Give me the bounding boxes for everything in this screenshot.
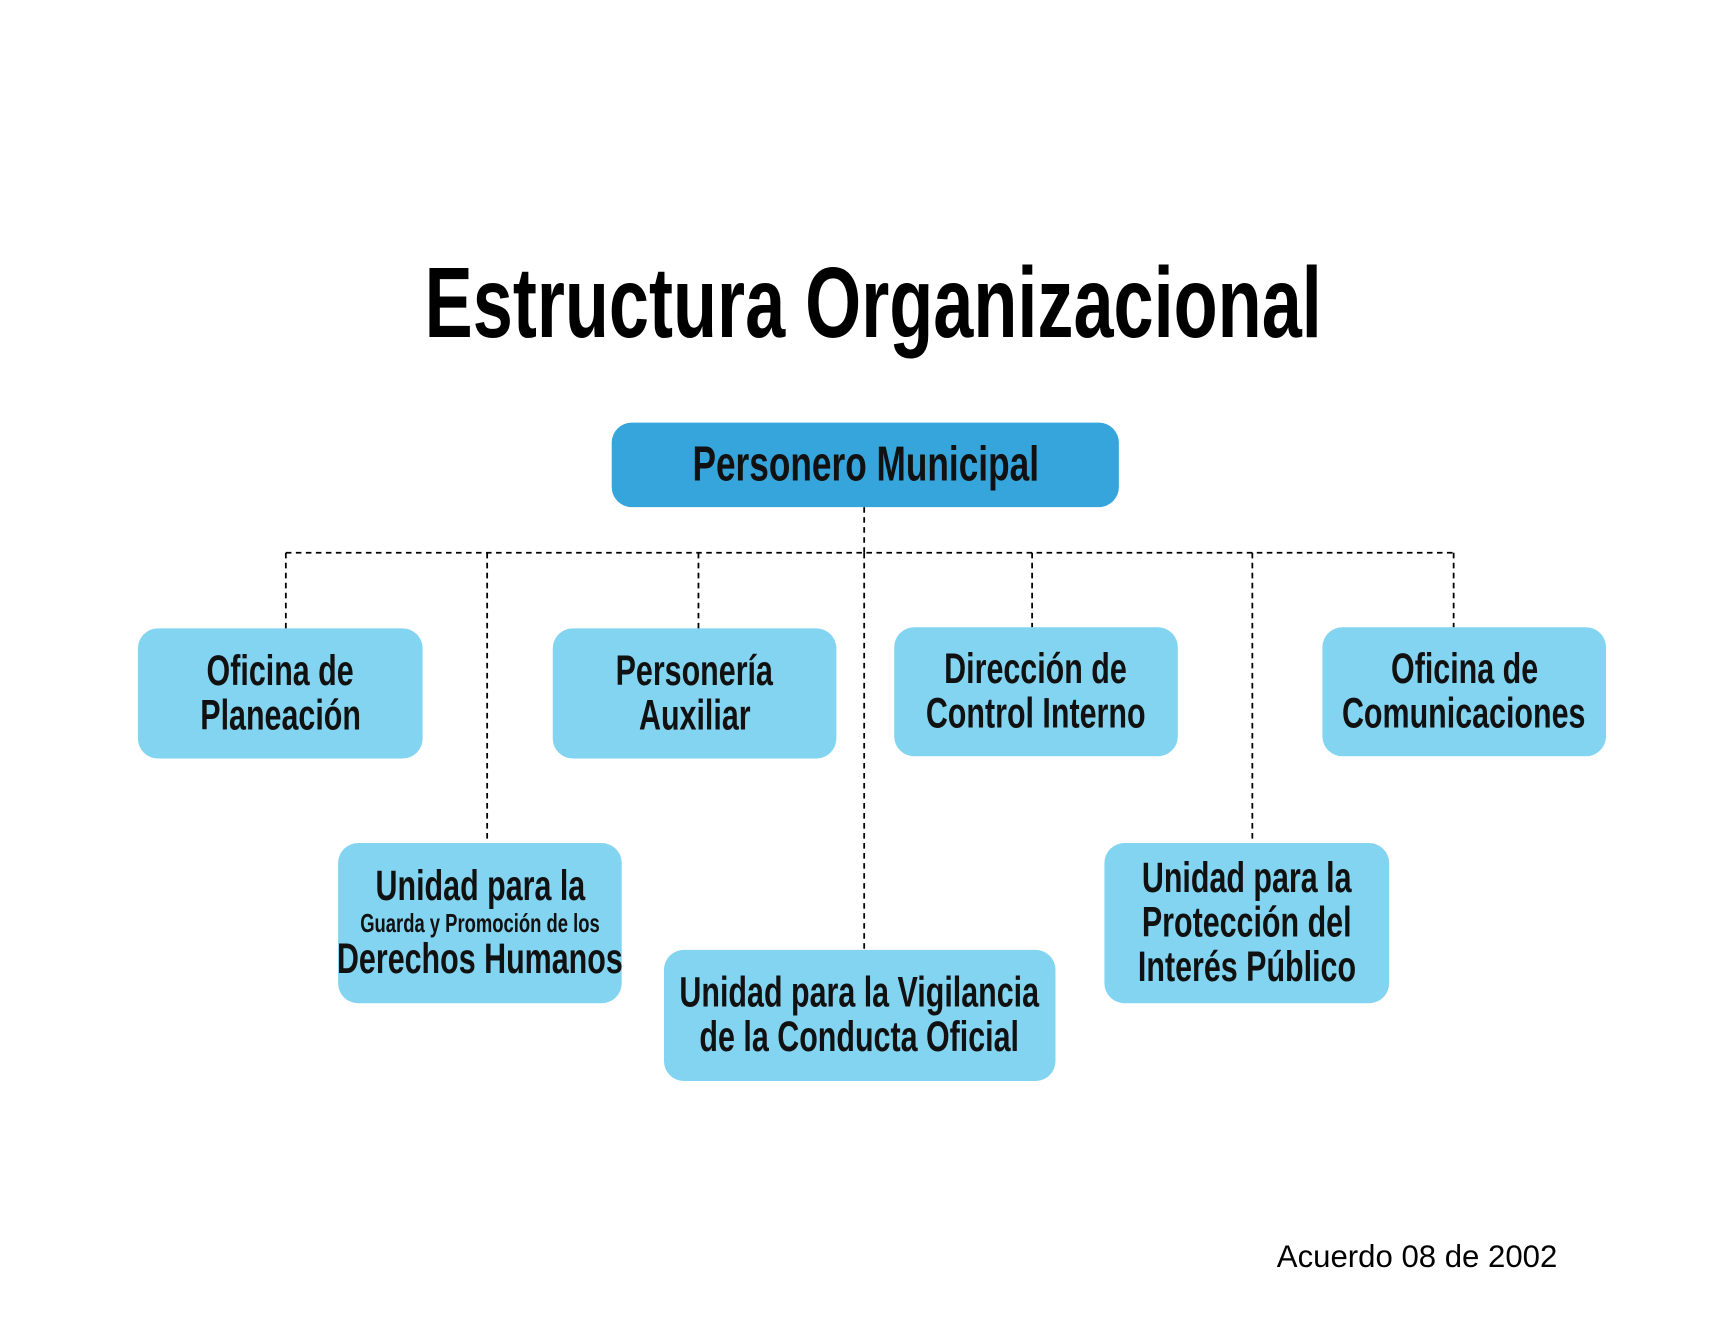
node-personero-municipal: Personero Municipal: [611, 422, 1119, 508]
title-text: Estructura Organizacional: [424, 248, 1322, 360]
node-unidad-derechos-humanos: Unidad para la Guarda y Promoción de los…: [337, 843, 623, 1004]
node-direccion-control-interno: Dirección de Control Interno: [894, 627, 1178, 757]
node-label: Planeación: [199, 692, 361, 740]
node-oficina-planeacion: Oficina de Planeación: [137, 628, 423, 759]
node-label: Oficina de: [1390, 646, 1538, 693]
node-unidad-vigilancia: Unidad para la Vigilancia de la Conducta…: [663, 949, 1056, 1082]
node-label: Comunicaciones: [1342, 690, 1586, 738]
node-label: Derechos Humanos: [337, 936, 623, 984]
node-label: Oficina de: [206, 647, 354, 695]
node-label: Unidad para la: [1141, 855, 1352, 902]
node-personeria-auxiliar: Personería Auxiliar: [552, 628, 837, 759]
footer-note: Acuerdo 08 de 2002: [1276, 1238, 1558, 1274]
node-label: Control Interno: [926, 690, 1146, 738]
page-title: Estructura Organizacional: [0, 247, 1735, 362]
node-label: Personería: [615, 647, 774, 695]
node-label: de la Conducta Oficial: [699, 1014, 1020, 1062]
node-oficina-comunicaciones: Oficina de Comunicaciones: [1322, 627, 1607, 757]
node-label: Personero Municipal: [692, 437, 1039, 492]
node-label: Unidad para la Vigilancia: [679, 969, 1040, 1017]
node-label: Dirección de: [944, 646, 1128, 693]
node-label: Guarda y Promoción de los: [360, 908, 600, 938]
node-label: Unidad para la: [375, 863, 585, 910]
node-label: Auxiliar: [638, 692, 751, 740]
node-label: Protección del: [1141, 899, 1352, 947]
node-label: Interés Público: [1137, 944, 1356, 991]
node-unidad-interes-publico: Unidad para la Protección del Interés Pú…: [1104, 843, 1390, 1004]
